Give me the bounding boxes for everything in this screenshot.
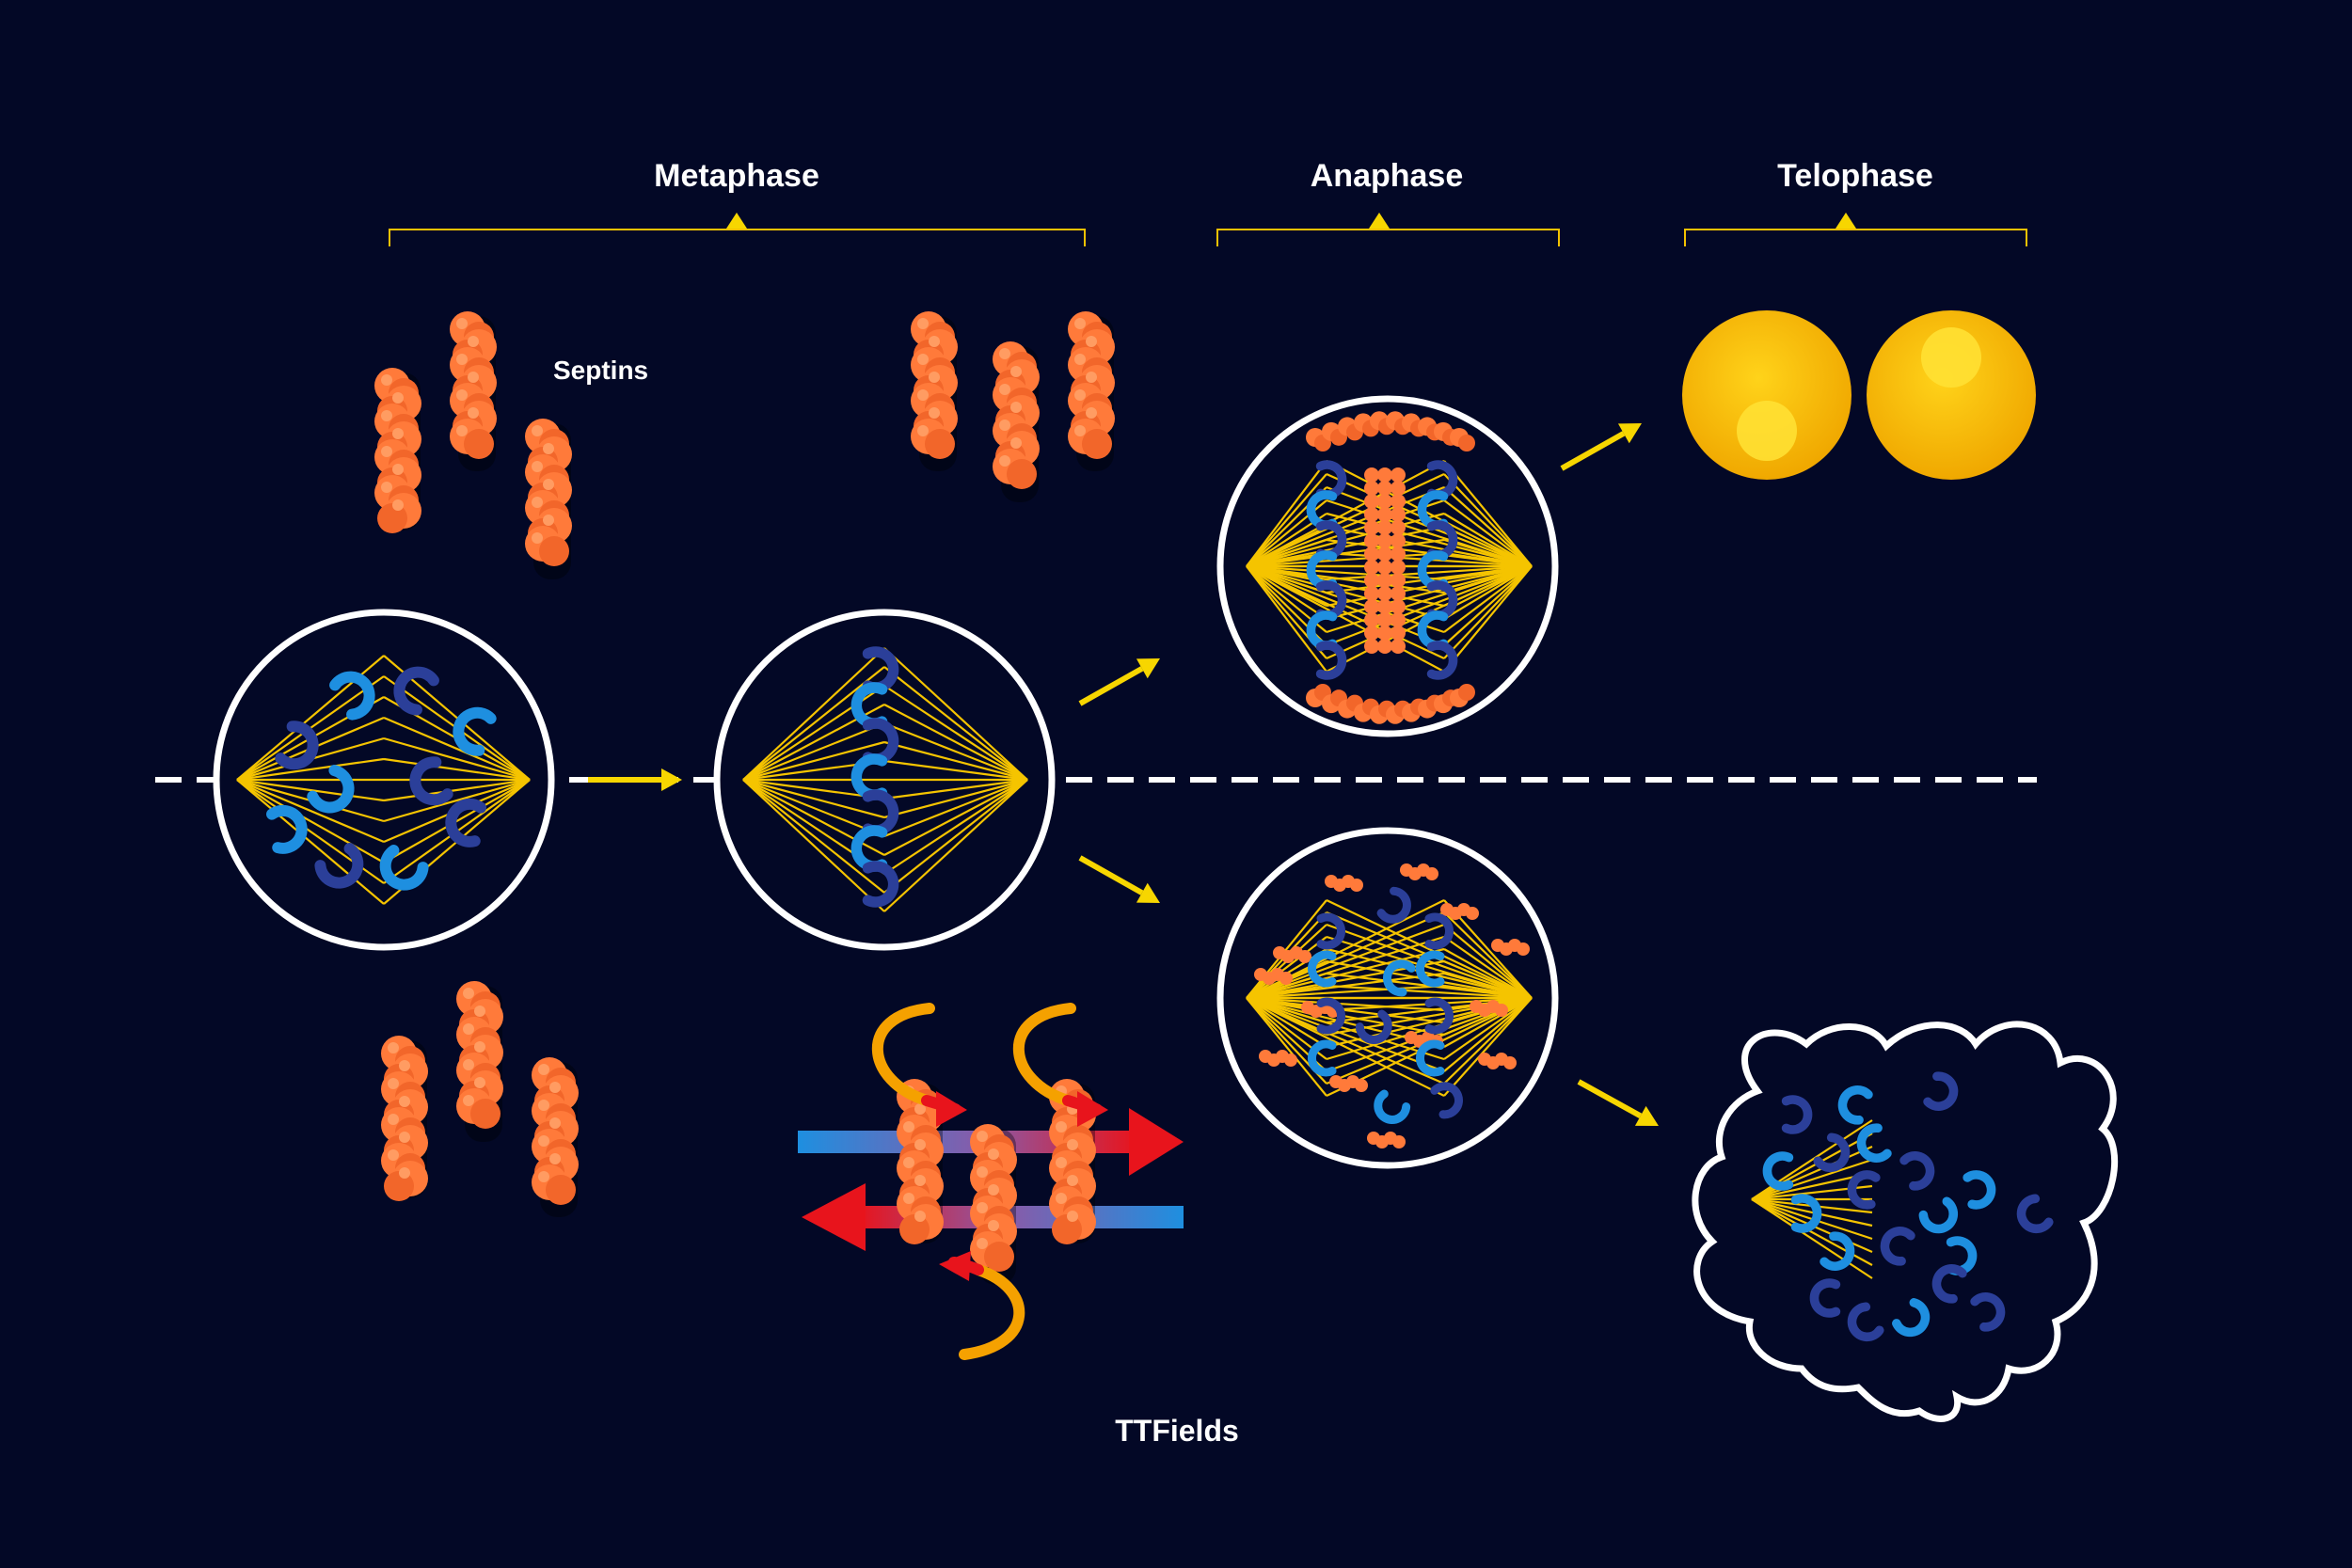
septin-bead	[1364, 639, 1379, 654]
septin-bead	[1391, 573, 1406, 588]
anaphase-label: Anaphase	[1311, 158, 1464, 195]
septin-bead	[1391, 560, 1406, 575]
septin-bead	[1364, 599, 1379, 614]
septin-bead	[1458, 684, 1475, 701]
septin-bead	[1364, 533, 1379, 548]
septin-bead	[1466, 907, 1479, 920]
septin-bead	[1364, 520, 1379, 535]
septin-bead	[1377, 626, 1392, 641]
anaphase-bracket-marker	[1369, 213, 1390, 229]
septin-stack	[456, 981, 503, 1142]
arrow-line	[1080, 669, 1142, 704]
septin-bead	[1458, 435, 1475, 451]
septin-bead	[1377, 507, 1392, 522]
prometaphase-cell	[216, 612, 551, 947]
septin-bead	[1377, 494, 1392, 509]
septin-bead	[1391, 612, 1406, 627]
septin-bead	[1391, 639, 1406, 654]
septin-bead	[1377, 573, 1392, 588]
septin-bead	[1377, 520, 1392, 535]
septin-bead	[1392, 1135, 1406, 1148]
septin-bead	[1279, 972, 1293, 985]
septin-bead	[1391, 494, 1406, 509]
septin-bead	[1377, 612, 1392, 627]
septin-bead	[1364, 467, 1379, 483]
septin-stack	[532, 1057, 579, 1217]
ttfields-septins	[897, 1079, 1096, 1285]
arrow-line	[1562, 434, 1624, 468]
septin-bead	[1377, 560, 1392, 575]
septin-bead	[1364, 494, 1379, 509]
septin-bead	[1364, 586, 1379, 601]
septin-bead	[1377, 586, 1392, 601]
septin-bead	[1517, 942, 1530, 956]
telophase-bracket-marker	[1836, 213, 1856, 229]
septin-bead	[1364, 546, 1379, 562]
septin-stack	[374, 368, 421, 533]
septin-bead	[1355, 1079, 1368, 1092]
metaphase-cell	[717, 612, 1052, 947]
septin-bead	[1377, 599, 1392, 614]
septin-bead	[1364, 560, 1379, 575]
anaphase-cell-disrupted	[1220, 831, 1555, 1165]
septin-bead	[1391, 599, 1406, 614]
ttfields-illustration	[798, 1008, 1184, 1354]
septin-stack	[450, 311, 497, 471]
septin-stack	[911, 311, 958, 471]
septin-bead	[1364, 507, 1379, 522]
arrow-head	[661, 768, 682, 791]
arrow-line	[1080, 858, 1142, 893]
telophase-label: Telophase	[1777, 158, 1933, 195]
septin-bead	[1377, 467, 1392, 483]
septin-bead	[1391, 546, 1406, 562]
septin-bead	[1377, 546, 1392, 562]
septin-bead	[1391, 467, 1406, 483]
septin-bead	[1391, 586, 1406, 601]
septin-bead	[1364, 481, 1379, 496]
septin-stack	[525, 419, 572, 579]
telophase-bracket	[1685, 230, 2026, 246]
metaphase-bracket-marker	[726, 213, 747, 229]
septin-stack	[970, 1124, 1017, 1285]
septin-bead	[1284, 1053, 1297, 1067]
anaphase-cell-normal	[1220, 399, 1555, 734]
septin-bead	[1364, 626, 1379, 641]
metaphase-label: Metaphase	[654, 158, 819, 195]
septin-bead	[1391, 507, 1406, 522]
septin-bead	[1391, 533, 1406, 548]
septin-bead	[1391, 626, 1406, 641]
septin-bead	[1364, 612, 1379, 627]
aberrant-blebbing-cell	[1695, 1024, 2115, 1418]
septin-bead	[1425, 867, 1438, 880]
anaphase-bracket	[1217, 230, 1559, 246]
field-arrowhead-left	[802, 1183, 866, 1251]
septin-bead	[1391, 481, 1406, 496]
field-arrowhead-right	[1129, 1108, 1184, 1176]
arrow-line	[1579, 1082, 1641, 1116]
septin-bead	[1350, 879, 1363, 892]
septin-stack	[993, 341, 1040, 502]
septin-bead	[1364, 573, 1379, 588]
septin-bead	[1495, 1004, 1508, 1017]
metaphase-bracket	[389, 230, 1085, 246]
septin-stack	[1068, 311, 1115, 471]
septin-bead	[1377, 481, 1392, 496]
daughter-cell-left	[1682, 310, 1851, 480]
septin-bead	[1503, 1056, 1517, 1069]
septin-bead	[1377, 639, 1392, 654]
septins-label: Septins	[553, 356, 648, 386]
septin-bead	[1377, 533, 1392, 548]
septin-stack	[381, 1036, 428, 1201]
ttfields-label: TTFields	[1115, 1414, 1239, 1449]
daughter-cell-right	[1867, 310, 2036, 480]
septin-bead	[1391, 520, 1406, 535]
